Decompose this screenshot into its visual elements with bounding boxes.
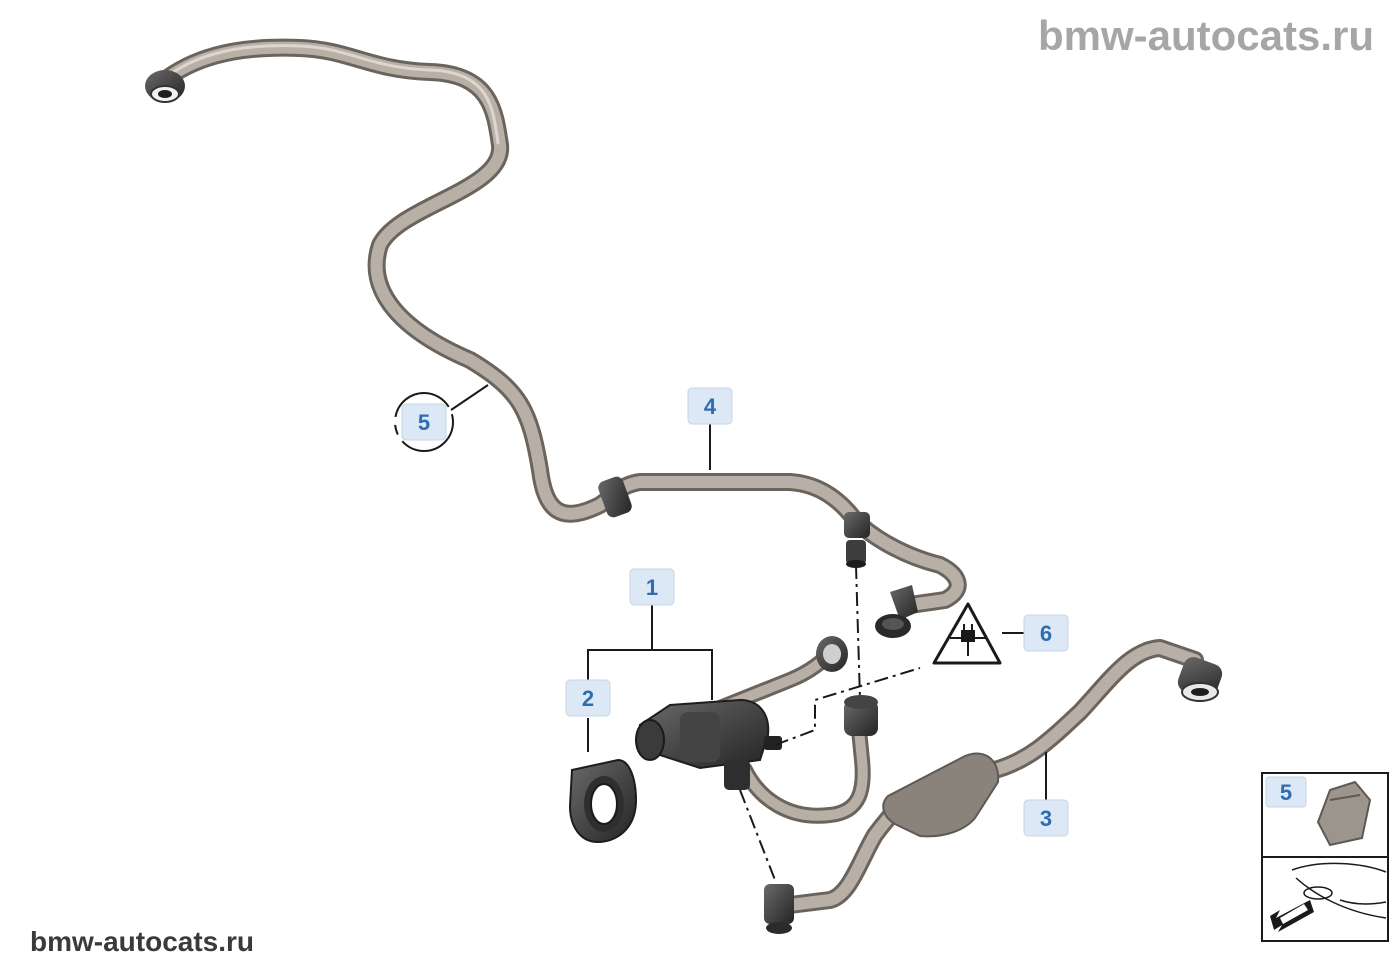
valve-assembly-part-1 (635, 636, 878, 824)
callout-6[interactable]: 6 (1023, 614, 1069, 652)
hose-end-connector-bottom (764, 884, 794, 934)
tee-junction (844, 512, 870, 568)
elbow-fitting (875, 585, 918, 638)
watermark-top: bmw-autocats.ru (1037, 12, 1374, 59)
callout-1-label: 1 (646, 575, 658, 600)
detail-inset-panel: 5 (1261, 772, 1389, 942)
callout-3[interactable]: 3 (1023, 799, 1069, 837)
location-arrow-icon (1270, 900, 1314, 932)
callout-5-inset-label: 5 (1280, 780, 1292, 805)
callout-3-label: 3 (1040, 806, 1052, 831)
callout-5-detail[interactable]: 5 (394, 392, 454, 452)
vehicle-location-icon (1291, 862, 1387, 919)
callout-5-inset[interactable]: 5 (1265, 776, 1307, 808)
callout-2-label: 2 (582, 686, 594, 711)
watermark-bottom: bmw-autocats.ru (30, 926, 255, 957)
inset-clip-detail (1316, 780, 1372, 847)
callout-4[interactable]: 4 (687, 387, 733, 425)
callout-4-label: 4 (704, 394, 717, 419)
warning-electrical-plug-icon (932, 602, 1002, 665)
hose-end-connector-right (1177, 657, 1223, 702)
silencer-body (882, 752, 1000, 838)
callout-1[interactable]: 1 (629, 568, 675, 606)
callout-5-detail-label: 5 (418, 410, 430, 435)
mounting-ring-part-2 (568, 758, 638, 844)
vent-line-part-3 (764, 639, 1223, 934)
callout-6-label: 6 (1040, 621, 1052, 646)
assembly-lines (739, 564, 921, 881)
vent-line-part-4 (145, 38, 967, 638)
hose-end-connector-top (145, 70, 185, 103)
rubber-sleeve (598, 476, 632, 518)
callout-2[interactable]: 2 (565, 679, 611, 717)
